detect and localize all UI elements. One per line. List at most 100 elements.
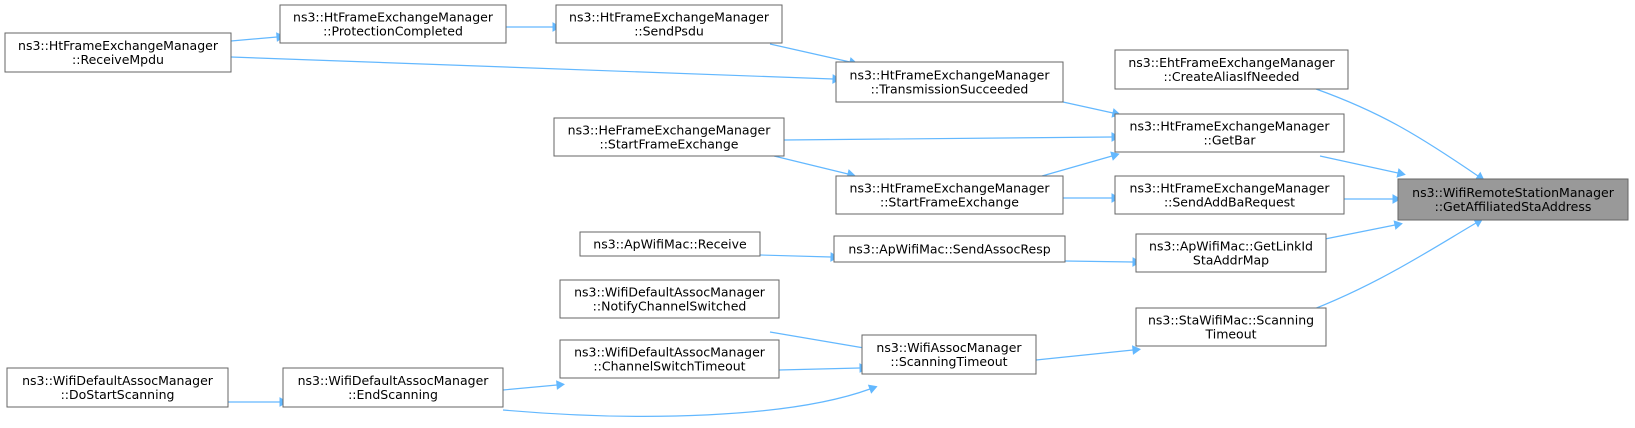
node-def-chswitch[interactable]: ns3::WifiDefaultAssocManager::ChannelSwi…: [559, 339, 780, 379]
node-label-line: ::ChannelSwitchTimeout: [593, 359, 745, 374]
edge-he_start-to-ht_getbar: [783, 132, 1121, 142]
edge-ht_protect-to-ht_sendpsdu: [506, 22, 562, 32]
node-assoc-scan[interactable]: ns3::WifiAssocManager::ScanningTimeout: [861, 334, 1037, 375]
node-sta-scanning[interactable]: ns3::StaWifiMac::ScanningTimeout: [1135, 307, 1327, 347]
node-label-line: ns3::WifiAssocManager: [876, 340, 1022, 355]
node-label-line: ::GetBar: [1203, 133, 1256, 148]
node-box: [1135, 233, 1327, 273]
node-label-line: ns3::WifiDefaultAssocManager: [574, 285, 766, 300]
node-label-line: ns3::HtFrameExchangeManager: [850, 68, 1051, 83]
arrowhead: [1396, 168, 1406, 178]
node-def-end[interactable]: ns3::WifiDefaultAssocManager::EndScannin…: [282, 367, 504, 408]
edge-ht_txsucc-to-ht_getbar: [1062, 101, 1121, 118]
node-label-line: ::SendAddBaRequest: [1164, 195, 1295, 210]
edge-ap_sendassoc-to-ap_getlinkid: [1064, 257, 1142, 267]
node-label-line: ::ReceiveMpdu: [72, 52, 164, 67]
edge-ht_sendaddba-to-target: [1344, 194, 1402, 204]
node-label-line: StaAddrMap: [1193, 253, 1269, 268]
node-def-dostart[interactable]: ns3::WifiDefaultAssocManager::DoStartSca…: [6, 367, 229, 408]
node-label-line: ns3::HtFrameExchangeManager: [18, 38, 219, 53]
node-box: [555, 4, 783, 44]
node-label-line: ns3::HtFrameExchangeManager: [1130, 119, 1331, 134]
node-box: [861, 334, 1037, 375]
edge-ht_start-to-ht_sendaddba: [1063, 193, 1121, 203]
node-label-line: ::DoStartScanning: [61, 387, 175, 402]
node-label-line: Timeout: [1204, 327, 1256, 342]
node-ht-sendaddba[interactable]: ns3::HtFrameExchangeManager::SendAddBaRe…: [1114, 175, 1345, 215]
node-box: [835, 175, 1064, 215]
node-box: [833, 235, 1066, 263]
node-label-line: ns3::HeFrameExchangeManager: [568, 123, 772, 138]
node-label-line: ::GetAffiliatedStaAddress: [1435, 199, 1592, 214]
edge-def_end-to-def_chswitch: [502, 380, 565, 391]
edge-def_end-to-assoc_scan: [502, 384, 878, 417]
node-ht-start[interactable]: ns3::HtFrameExchangeManager::StartFrameE…: [835, 175, 1064, 215]
node-ht-getbar[interactable]: ns3::HtFrameExchangeManager::GetBar: [1114, 113, 1345, 153]
edge-ht_recvmpdu-to-ht_txsucc: [230, 56, 842, 84]
node-box: [4, 32, 232, 73]
node-box: [835, 61, 1064, 103]
node-label-line: ns3::HtFrameExchangeManager: [850, 181, 1051, 196]
arrowhead: [867, 384, 878, 394]
node-box: [579, 231, 761, 257]
node-label-line: ns3::ApWifiMac::GetLinkId: [1149, 239, 1313, 254]
node-label-line: ns3::ApWifiMac::SendAssocResp: [848, 242, 1050, 257]
node-box: [1114, 49, 1349, 90]
arrowhead: [1110, 151, 1120, 161]
node-box: [1135, 307, 1327, 347]
node-label-line: ns3::EhtFrameExchangeManager: [1128, 55, 1335, 70]
edge-ht_getbar-to-target: [1319, 155, 1406, 178]
node-label-line: ns3::ApWifiMac::Receive: [593, 237, 747, 252]
edge-ht_recvmpdu-to-ht_protect: [230, 32, 285, 42]
node-box: [559, 279, 780, 319]
node-box: [6, 367, 229, 408]
node-label-line: ns3::WifiRemoteStationManager: [1412, 185, 1615, 200]
node-ht-sendpsdu[interactable]: ns3::HtFrameExchangeManager::SendPsdu: [555, 4, 783, 44]
arrowhead: [556, 380, 565, 390]
node-box: [1114, 113, 1345, 153]
node-ht-recvmpdu[interactable]: ns3::HtFrameExchangeManager::ReceiveMpdu: [4, 32, 232, 73]
edge-assoc_scan-to-sta_scanning: [1035, 345, 1141, 361]
node-box: [1114, 175, 1345, 215]
arrowhead: [1132, 345, 1141, 355]
edge-def_chswitch-to-assoc_scan: [778, 363, 869, 373]
node-label-line: ::ProtectionCompleted: [323, 24, 463, 39]
node-label-line: ::SendPsdu: [634, 24, 704, 39]
node-def-notify[interactable]: ns3::WifiDefaultAssocManager::NotifyChan…: [559, 279, 780, 319]
node-label-line: ns3::WifiDefaultAssocManager: [574, 345, 766, 360]
node-label-line: ns3::StaWifiMac::Scanning: [1148, 313, 1314, 328]
node-box: [559, 339, 780, 379]
node-label-line: ns3::WifiDefaultAssocManager: [298, 373, 490, 388]
node-box: [279, 4, 507, 44]
node-ap-sendassoc[interactable]: ns3::ApWifiMac::SendAssocResp: [833, 235, 1066, 263]
node-label-line: ::EndScanning: [348, 387, 438, 402]
edge-he_start-to-ht_start: [773, 155, 856, 179]
node-ht-protect[interactable]: ns3::HtFrameExchangeManager::ProtectionC…: [279, 4, 507, 44]
node-box: [282, 367, 504, 408]
arrowhead: [1392, 194, 1402, 204]
node-label-line: ::StartFrameExchange: [880, 195, 1019, 210]
edge-def_dostart-to-def_end: [228, 397, 289, 407]
arrowhead: [1393, 220, 1403, 230]
node-label-line: ::ScanningTimeout: [890, 354, 1007, 369]
node-label-line: ::NotifyChannelSwitched: [593, 299, 747, 314]
edge-ht_start-to-ht_getbar: [1041, 151, 1120, 177]
node-label-line: ::StartFrameExchange: [600, 137, 739, 152]
node-box: [1397, 178, 1629, 221]
node-target[interactable]: ns3::WifiRemoteStationManager::GetAffili…: [1397, 178, 1629, 221]
node-label-line: ns3::HtFrameExchangeManager: [293, 10, 494, 25]
node-label-line: ::TransmissionSucceeded: [871, 82, 1029, 97]
node-label-line: ns3::HtFrameExchangeManager: [569, 10, 770, 25]
node-label-line: ::CreateAliasIfNeeded: [1163, 69, 1299, 84]
node-ht-txsucc[interactable]: ns3::HtFrameExchangeManager::Transmissio…: [835, 61, 1064, 103]
node-box: [553, 117, 785, 157]
edge-ap_receive-to-ap_sendassoc: [759, 252, 840, 262]
node-eht-alias[interactable]: ns3::EhtFrameExchangeManager::CreateAlia…: [1114, 49, 1349, 90]
edge-ap_getlinkid-to-target: [1319, 220, 1403, 241]
node-label-line: ns3::HtFrameExchangeManager: [1130, 181, 1331, 196]
node-ap-receive[interactable]: ns3::ApWifiMac::Receive: [579, 231, 761, 257]
node-he-start[interactable]: ns3::HeFrameExchangeManager::StartFrameE…: [553, 117, 785, 157]
call-graph-nodes: ns3::WifiRemoteStationManager::GetAffili…: [4, 4, 1629, 408]
